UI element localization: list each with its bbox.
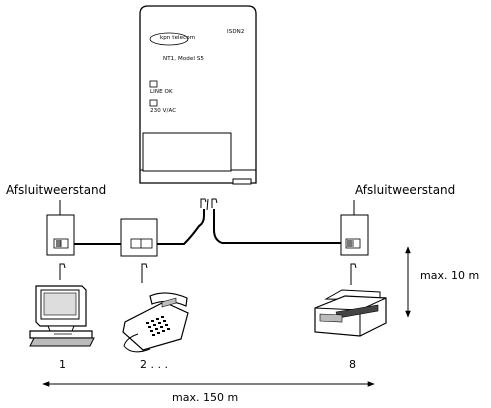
computer-icon	[29, 285, 95, 347]
isdn-plug-icon	[200, 198, 218, 211]
kpn-logo	[149, 32, 189, 46]
max-horizontal-label: max. 150 m	[172, 391, 239, 404]
power-led	[149, 99, 158, 107]
fax-icon	[314, 289, 387, 337]
kpn-brand-label: kpn telecom	[160, 35, 196, 41]
telephone-icon	[122, 292, 189, 353]
wall-socket-right	[340, 214, 369, 256]
isdn2-label: ISDN2	[227, 29, 245, 35]
line-ok-label: LINE OK	[150, 89, 173, 95]
wall-socket-left	[46, 214, 75, 256]
line-ok-led	[149, 80, 158, 88]
device-plug-1	[59, 263, 66, 280]
wall-socket-middle	[120, 218, 158, 257]
device-number-1: 1	[59, 358, 66, 371]
max-vertical-label: max. 10 m	[420, 269, 480, 282]
terminator-right-label: Afsluitweerstand	[355, 183, 456, 197]
nt1-unit	[139, 5, 257, 185]
device-number-8: 8	[349, 358, 356, 371]
s-bus-cable	[73, 209, 341, 245]
power-label: 230 V/AC	[150, 108, 177, 114]
device-plug-8	[350, 263, 357, 285]
terminator-left-label: Afsluitweerstand	[6, 183, 107, 197]
nt1-model-label: NT1, Model S5	[163, 56, 205, 62]
device-number-2: 2 . . .	[140, 358, 168, 371]
device-plug-2	[141, 263, 148, 283]
